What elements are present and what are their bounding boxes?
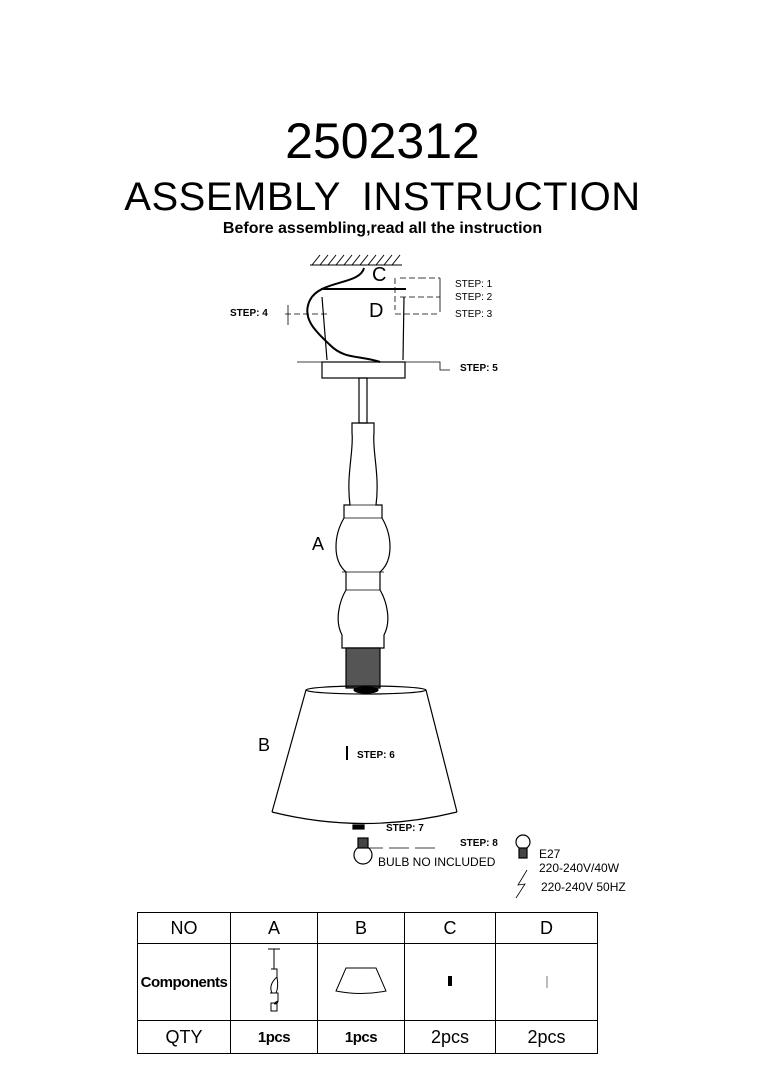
lamp-shade-icon [335, 967, 387, 994]
step-4: STEP: 4 [230, 308, 268, 319]
document-title: ASSEMBLY INSTRUCTION [124, 175, 641, 219]
step-8: STEP: 8 [460, 838, 498, 849]
bulb-spec-icon [515, 834, 531, 859]
screw-lines [285, 277, 440, 315]
part-label-b: B [258, 735, 271, 755]
header-c: C [404, 912, 496, 944]
component-a-image [230, 943, 318, 1021]
bulb-not-included-note: BULB NO INCLUDED [378, 855, 496, 869]
power-wire [306, 267, 381, 363]
screw-icon [546, 975, 547, 988]
model-number: 2502312 [285, 113, 480, 169]
step-1: STEP: 1 [455, 279, 493, 290]
header-a: A [230, 912, 318, 944]
components-table: NO A B C D Components QTY 1pcs 1pcs 2pcs… [137, 912, 598, 1054]
lightning-icon [515, 869, 528, 899]
qty-label: QTY [137, 1020, 231, 1054]
component-d-image [495, 943, 598, 1021]
header-d: D [495, 912, 598, 944]
qty-c: 2pcs [404, 1020, 496, 1054]
qty-a: 1pcs [230, 1020, 318, 1054]
qty-d: 2pcs [495, 1020, 598, 1054]
power-rating: 220-240V 50HZ [541, 880, 626, 894]
rod [358, 377, 368, 424]
lamp-shade [271, 685, 458, 825]
qty-b: 1pcs [317, 1020, 405, 1054]
document-subtitle: Before assembling,read all the instructi… [222, 220, 543, 237]
step-2: STEP: 2 [455, 292, 493, 303]
bulb-rating: 220-240V/40W [539, 861, 620, 875]
bulb-icon [353, 837, 373, 865]
header-b: B [317, 912, 405, 944]
part-label-c: C [372, 264, 387, 286]
step-5: STEP: 5 [460, 363, 498, 374]
components-label: Components [137, 943, 231, 1021]
lamp-body-icon [268, 948, 280, 1011]
step-6: STEP: 6 [357, 750, 395, 761]
lamp-body [335, 422, 391, 649]
component-c-image [404, 943, 496, 1021]
part-label-d: D [369, 300, 384, 322]
ceiling-hatch [310, 254, 402, 266]
lamp-socket [345, 647, 381, 689]
step-3: STEP: 3 [455, 309, 493, 320]
step-7: STEP: 7 [386, 823, 424, 834]
header-no: NO [137, 912, 231, 944]
component-b-image [317, 943, 405, 1021]
bulb-type: E27 [539, 847, 561, 861]
part-label-a: A [312, 534, 325, 554]
wall-anchor-icon [448, 971, 452, 986]
canopy [297, 288, 430, 379]
